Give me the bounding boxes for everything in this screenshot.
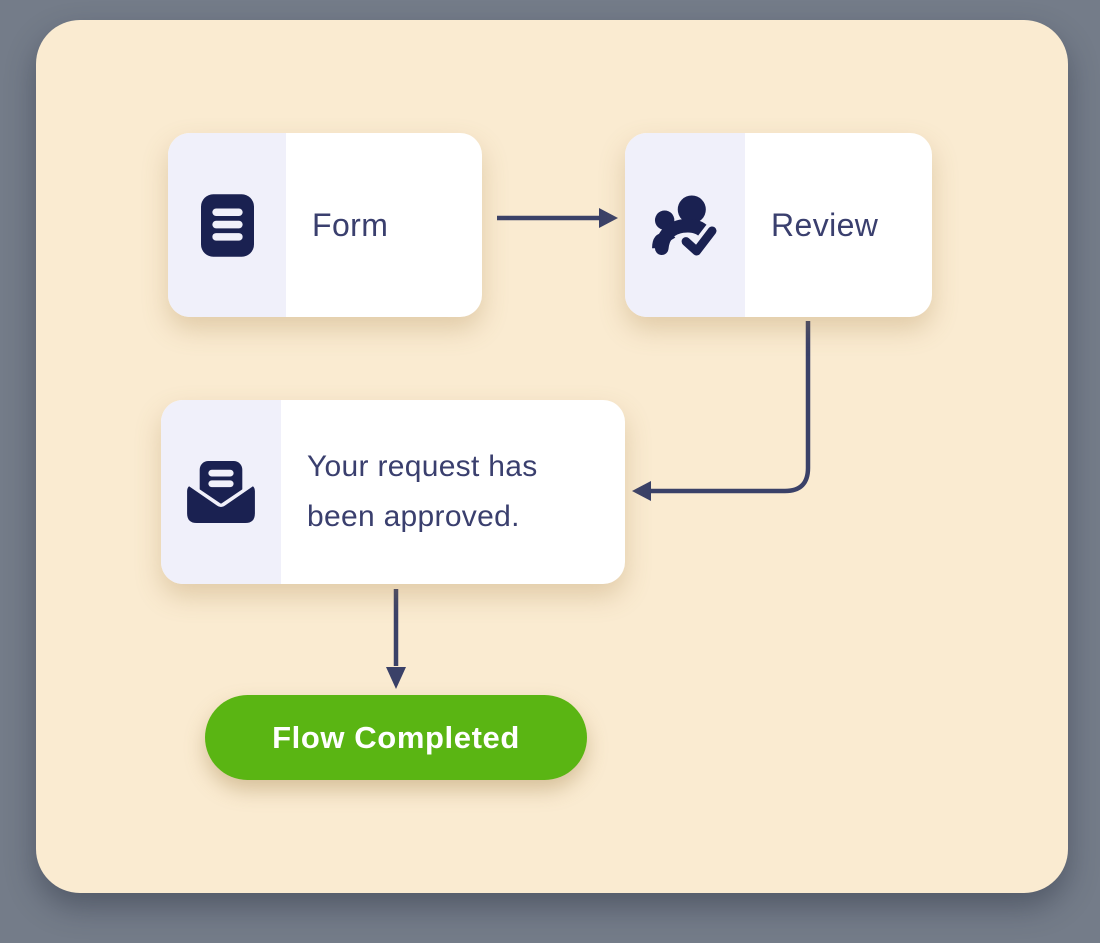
message-label-section: Your request has been approved.	[281, 400, 625, 584]
form-label-section: Form	[286, 133, 482, 317]
node-form-label: Form	[312, 206, 389, 243]
people-check-icon	[652, 195, 719, 256]
message-icon-section	[161, 400, 281, 584]
review-icon-section	[625, 133, 745, 317]
flow-completed-badge[interactable]: Flow Completed	[205, 695, 587, 780]
node-form[interactable]: Form	[168, 133, 482, 317]
form-document-icon	[200, 193, 254, 257]
review-label-section: Review	[745, 133, 932, 317]
message-text-line2: been approved.	[307, 500, 520, 533]
message-text-line1: Your request has	[307, 450, 538, 483]
form-icon-section	[168, 133, 286, 317]
flow-completed-label: Flow Completed	[272, 719, 520, 755]
node-message[interactable]: Your request has been approved.	[161, 400, 625, 584]
node-review-label: Review	[771, 206, 879, 243]
envelope-message-icon	[187, 461, 255, 523]
node-review[interactable]: Review	[625, 133, 932, 317]
